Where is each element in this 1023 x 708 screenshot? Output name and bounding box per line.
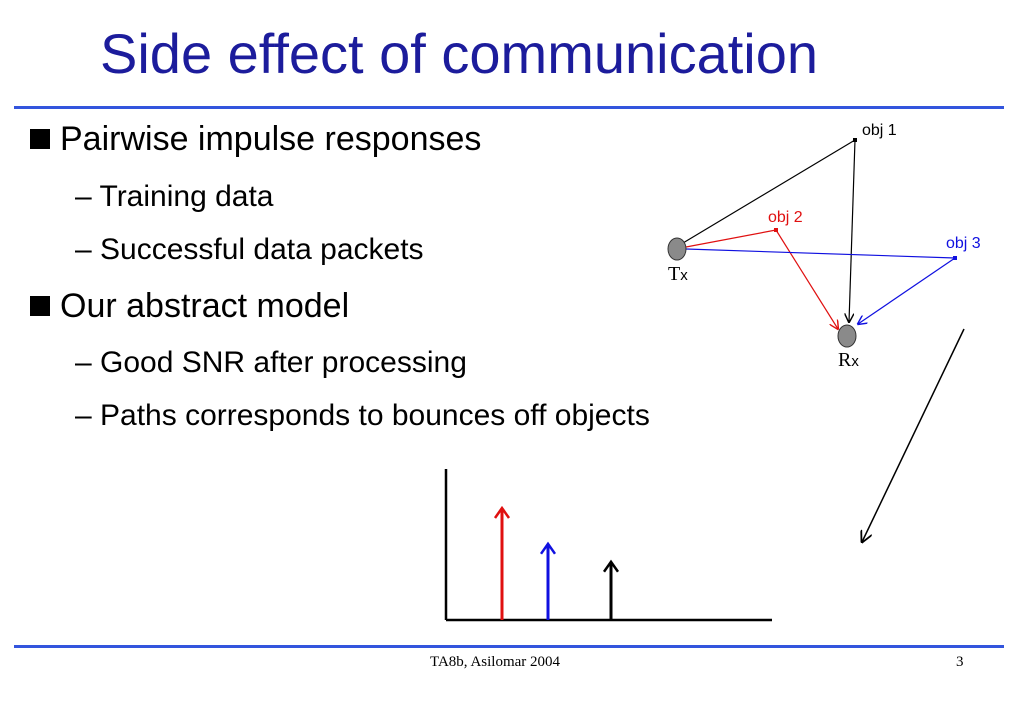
dash-icon: – — [75, 399, 101, 432]
sub-bullet-text: Paths corresponds to bounces off objects — [100, 399, 650, 432]
bullet-1-text: Pairwise impulse responses — [60, 120, 482, 158]
path-obj2-rx — [775, 229, 838, 329]
top-divider — [14, 106, 1004, 109]
bullet-2: Our abstract model — [30, 287, 349, 326]
bullet-2-text: Our abstract model — [60, 287, 350, 325]
impulse-spike-3 — [602, 559, 620, 620]
obj1-marker — [853, 138, 857, 142]
impulse-spike-2 — [539, 541, 557, 620]
obj2-marker — [774, 228, 778, 232]
sub-bullet-2-2: – Paths corresponds to bounces off objec… — [75, 399, 650, 433]
sub-bullet-1-1: – Training data — [75, 180, 273, 214]
sub-bullet-text: Successful data packets — [100, 233, 424, 266]
slide-title: Side effect of communication — [100, 22, 819, 85]
obj2-label: obj 2 — [768, 209, 803, 226]
sub-bullet-1-2: – Successful data packets — [75, 233, 424, 267]
bullet-1: Pairwise impulse responses — [30, 120, 481, 159]
dash-icon: – — [75, 233, 101, 266]
path-tx-obj2 — [685, 229, 777, 248]
bottom-divider — [14, 645, 1004, 648]
sub-bullet-2-1: – Good SNR after processing — [75, 346, 467, 380]
sub-bullet-text: Good SNR after processing — [100, 346, 467, 379]
square-bullet-icon — [30, 296, 50, 316]
path-obj3-rx — [858, 257, 956, 324]
spike-arrowhead-icon — [602, 559, 620, 573]
spike-arrowhead-icon — [493, 505, 511, 519]
dash-icon: – — [75, 346, 101, 379]
transmitter-node — [667, 237, 687, 261]
connector-arrow — [862, 328, 965, 542]
path-obj1-rx — [849, 139, 856, 322]
impulse-response-plot — [444, 469, 772, 622]
impulse-spike-1 — [493, 505, 511, 620]
obj3-label: obj 3 — [946, 235, 981, 252]
sub-bullet-text: Training data — [99, 180, 274, 213]
square-bullet-icon — [30, 129, 50, 149]
obj3-marker — [953, 256, 957, 260]
transmitter-label: Tx — [668, 263, 688, 285]
dash-icon: – — [75, 180, 100, 213]
obj1-label: obj 1 — [862, 122, 897, 139]
receiver-label: Rx — [838, 349, 859, 371]
path-tx-obj1 — [682, 139, 856, 244]
page-number: 3 — [956, 654, 964, 670]
footer-text: TA8b, Asilomar 2004 — [430, 654, 561, 670]
path-tx-obj3 — [685, 248, 956, 259]
receiver-node — [837, 324, 857, 348]
spike-arrowhead-icon — [539, 541, 557, 555]
